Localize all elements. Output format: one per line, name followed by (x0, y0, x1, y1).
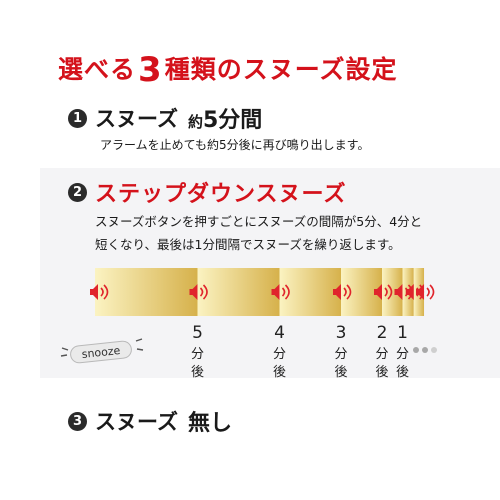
section-description-line-2: 短くなり、最後は1分間隔でスヌーズを繰り返します。 (95, 237, 401, 252)
interval-unit-char: 分 (273, 347, 286, 362)
section-description-line-1: スヌーズボタンを押すごとにスヌーズの間隔が5分、4分と (95, 214, 423, 229)
section-title: スヌーズ (95, 107, 178, 131)
interval-minutes: 4 (274, 323, 285, 343)
section-extra-pre: 約 (187, 113, 203, 131)
interval-unit-char: 後 (396, 365, 409, 380)
ellipsis-icon (413, 347, 437, 353)
speaker-icon (90, 284, 109, 300)
section-title: ステップダウンスヌーズ (95, 182, 347, 207)
title-pre: 選べる (58, 55, 137, 84)
interval-unit-char: 後 (375, 365, 388, 380)
number-badge: 1 (68, 108, 87, 128)
section-title: スヌーズ (95, 410, 178, 434)
interval-unit-char: 分 (375, 347, 388, 362)
section-extra: 無し (188, 405, 232, 437)
section-extra-strong: 5分間 (202, 108, 263, 133)
interval-minutes: 5 (192, 323, 203, 343)
tap-marks-icon (60, 338, 144, 357)
title-post: 種類のスヌーズ設定 (164, 55, 398, 84)
interval-minutes: 1 (397, 323, 408, 343)
number-badge: 2 (68, 182, 87, 202)
interval-unit-char: 分 (334, 347, 347, 362)
interval-minutes: 2 (377, 323, 388, 343)
interval-unit-char: 分 (396, 347, 409, 362)
section-snooze-5min: 1 スヌーズ 約5分間 (68, 102, 262, 134)
speaker-icon (271, 284, 290, 300)
section-stepdown-snooze: 2 ステップダウンスヌーズ (68, 176, 346, 208)
section-extra-strong: 無し (187, 411, 232, 436)
section-no-snooze: 3 スヌーズ 無し (68, 405, 232, 437)
section-extra: 約5分間 (188, 102, 262, 134)
interval-unit-char: 分 (191, 347, 204, 362)
title-number: 3 (138, 50, 163, 90)
interval-segment (95, 268, 198, 316)
section-description: アラームを止めても約5分後に再び鳴り出します。 (100, 138, 370, 152)
speaker-icon (189, 284, 208, 300)
interval-unit-char: 後 (191, 365, 204, 380)
interval-segment (197, 268, 280, 316)
speaker-icon (374, 284, 393, 300)
interval-unit-char: 後 (334, 365, 347, 380)
speaker-icon (333, 284, 352, 300)
interval-unit-char: 後 (273, 365, 286, 380)
number-badge: 3 (68, 411, 87, 431)
page-title: 選べる3種類のスヌーズ設定 (58, 50, 458, 90)
speaker-icon (416, 284, 435, 300)
interval-minutes: 3 (336, 323, 347, 343)
